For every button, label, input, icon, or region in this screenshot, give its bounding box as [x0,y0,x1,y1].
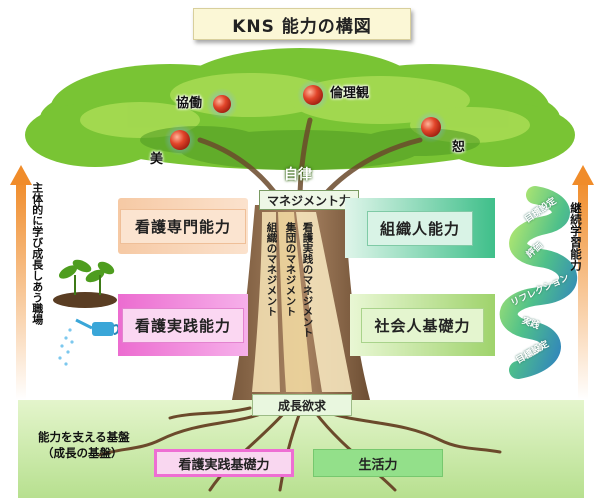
competency-soshikijin: 組織人能力 [345,198,495,258]
right-arrow-head [572,165,594,185]
value-jo: 恕 [452,140,466,155]
competency-kango-jissen: 看護実践能力 [118,294,248,356]
roots [98,406,502,492]
value-bi: 美 [150,152,164,167]
left-side-text: 主体的に学び成長しあう職場 [30,182,44,325]
value-rinrikan: 倫理観 [330,86,370,101]
left-arrow-shaft [16,180,26,400]
watering-can-icon [58,318,120,366]
apple [213,95,231,113]
competency-kango-senmon: 看護専門能力 [118,198,248,254]
learning-spiral [499,186,578,379]
right-side-text: 継続学習能力 [569,202,583,271]
apple [303,85,323,105]
right-arrow-shaft [578,180,588,400]
management-label: マネジメント力 [259,190,359,210]
apple [421,117,441,137]
value-kyodo: 協働 [176,96,203,111]
foundation-item-seikatsu: 生活力 [313,449,443,477]
trunk-label-shudan: 集団のマネジメント [284,222,297,317]
soil [53,292,117,308]
competency-shakaijin: 社会人基礎力 [350,294,495,356]
trunk-label-soshiki: 組織のマネジメント [265,222,278,317]
foundation-label: 能力を支える基盤 （成長の基盤） [38,430,130,460]
page-title: KNS 能力の構図 [193,8,411,40]
value-jiritsu: 自律 [284,167,312,183]
foundation-item-kango-jissen-kiso: 看護実践基礎力 [154,449,294,477]
seedlings [58,259,115,283]
left-arrow-head [10,165,32,185]
growth-desire-label: 成長欲求 [252,394,352,416]
apple [170,130,190,150]
trunk-label-kango-jissen: 看護実践のマネジメント [301,222,314,338]
